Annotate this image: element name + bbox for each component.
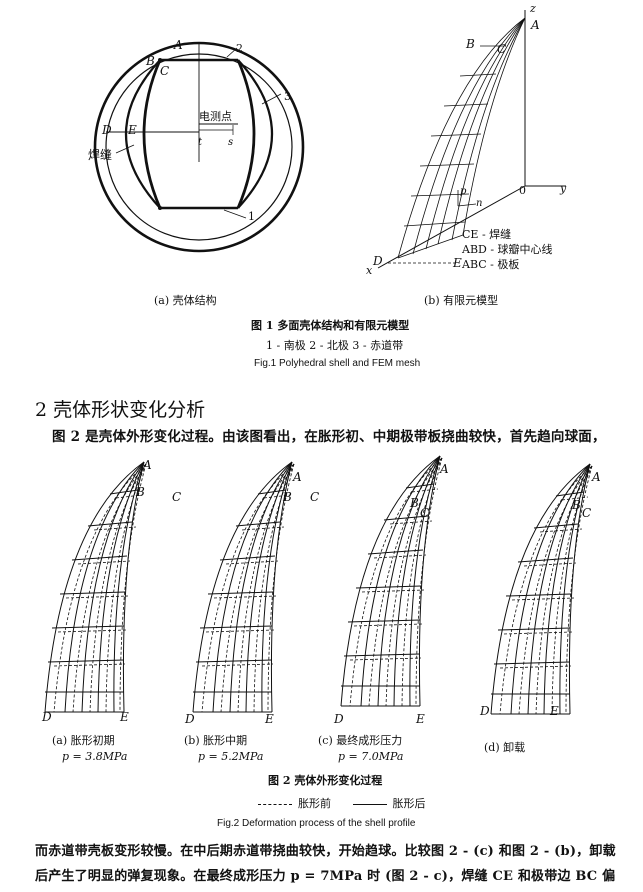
paragraph-1: 图 2 是壳体外形变化过程。由该图看出，在胀形初、中期极带板挠曲较快，首先趋向球… (52, 429, 606, 445)
fig1-title: 图 1 多面壳体结构和有限元模型 (251, 319, 410, 332)
fig1b-axis-p: p (460, 186, 467, 197)
fig1a-caption: (a) 壳体结构 (154, 294, 217, 307)
fig1b-caption: (b) 有限元模型 (424, 294, 499, 307)
fig1a-shell-structure-drawing (93, 41, 305, 253)
fig2c-label-A: A (440, 462, 449, 476)
fig1b-legend-abc: ABC - 极板 (462, 258, 520, 271)
fig1a-label-A: A (174, 38, 183, 52)
fig2b-caption: (b) 胀形中期 (184, 734, 248, 747)
fig2b-label-A: A (293, 470, 302, 484)
fig2c-label-B: B (410, 496, 419, 510)
fig2c-caption: (c) 最终成形压力 (318, 734, 403, 747)
legend-dashed-swatch (258, 803, 292, 805)
fig2c-label-E: E (416, 712, 425, 726)
fig1a-label-D: D (102, 123, 112, 137)
fig2a-label-A: A (143, 458, 152, 472)
fig1a-label-B: B (146, 54, 155, 68)
fig1b-axis-x: x (366, 264, 373, 277)
fig2d-label-A: A (592, 470, 601, 484)
fig1b-fem-mesh-drawing (377, 10, 566, 269)
fig2b-label-B: B (283, 490, 292, 504)
fig1b-legend-weld: CE - 焊缝 (462, 228, 512, 241)
fig1a-label-2: 2 (236, 42, 243, 55)
paragraph-2-line-1: 而赤道带壳板变形较慢。在中后期赤道带挠曲较快，开始趋球。比较图 2 - (c) … (35, 844, 616, 859)
fig1a-label-E: E (128, 123, 137, 137)
fig2b-label-D: D (185, 712, 195, 726)
fig2b-pressure: p = 5.2MPa (198, 750, 264, 763)
fig2a-pressure: p = 3.8MPa (62, 750, 128, 763)
fig1a-label-3: 3 (284, 90, 291, 103)
fig1a-measure-point-label: 电测点 (199, 110, 232, 123)
fig1b-axis-origin: 0 (519, 184, 526, 197)
fig1b-label-A: A (531, 18, 540, 32)
fig2d-caption: (d) 卸载 (484, 741, 526, 754)
fig2b-label-C: C (310, 490, 320, 504)
fig1b-label-D: D (373, 254, 383, 268)
fig2-title: 图 2 壳体外形变化过程 (268, 774, 383, 787)
fig1b-legend-abd: ABD - 球瓣中心线 (462, 243, 553, 256)
fig2d-label-B: B (572, 498, 581, 512)
fig1a-label-s: s (228, 137, 234, 148)
fig1-title-en: Fig.1 Polyhedral shell and FEM mesh (254, 358, 421, 369)
fig2d-label-E: E (550, 704, 559, 718)
paragraph-2-line-2: 后产生了明显的弹复现象。在最终成形压力 p = 7MPa 时 (图 2 - c)… (35, 869, 616, 884)
fig1a-label-1: 1 (248, 210, 255, 223)
fig2-shell-profiles-drawing (44, 455, 593, 715)
fig2a-label-C: C (172, 490, 182, 504)
fig2b-label-E: E (265, 712, 274, 726)
fig1a-label-t: t (198, 137, 203, 148)
fig1b-label-C: C (497, 42, 507, 56)
section-heading: 2 壳体形状变化分析 (35, 399, 206, 421)
fig2c-label-D: D (334, 712, 344, 726)
fig2a-label-D: D (42, 710, 52, 724)
legend-after-label: 胀形后 (392, 797, 426, 810)
fig1b-axis-n: n (476, 198, 483, 209)
fig1b-label-E: E (453, 256, 462, 270)
fig2c-pressure: p = 7.0MPa (338, 750, 404, 763)
fig2a-caption: (a) 胀形初期 (52, 734, 115, 747)
fig1-parts: 1 - 南极 2 - 北极 3 - 赤道带 (266, 339, 404, 352)
legend-solid-swatch (352, 803, 387, 805)
fig2a-label-B: B (136, 485, 145, 499)
fig2a-label-E: E (120, 710, 129, 724)
legend-before-label: 胀形前 (298, 797, 331, 810)
fig2-title-en: Fig.2 Deformation process of the shell p… (217, 818, 416, 829)
fig2d-label-C: C (582, 506, 592, 520)
fig2c-label-C: C (420, 506, 430, 520)
fig1b-label-B: B (466, 37, 475, 51)
fig1b-axis-y: y (560, 182, 567, 195)
fig1a-label-C: C (160, 64, 170, 78)
fig2d-label-D: D (480, 704, 490, 718)
fig1b-axis-z: z (530, 2, 536, 15)
fig2-legend: 胀形前 胀形后 (258, 795, 426, 811)
fig1a-weld-label: 焊缝 (88, 148, 113, 162)
